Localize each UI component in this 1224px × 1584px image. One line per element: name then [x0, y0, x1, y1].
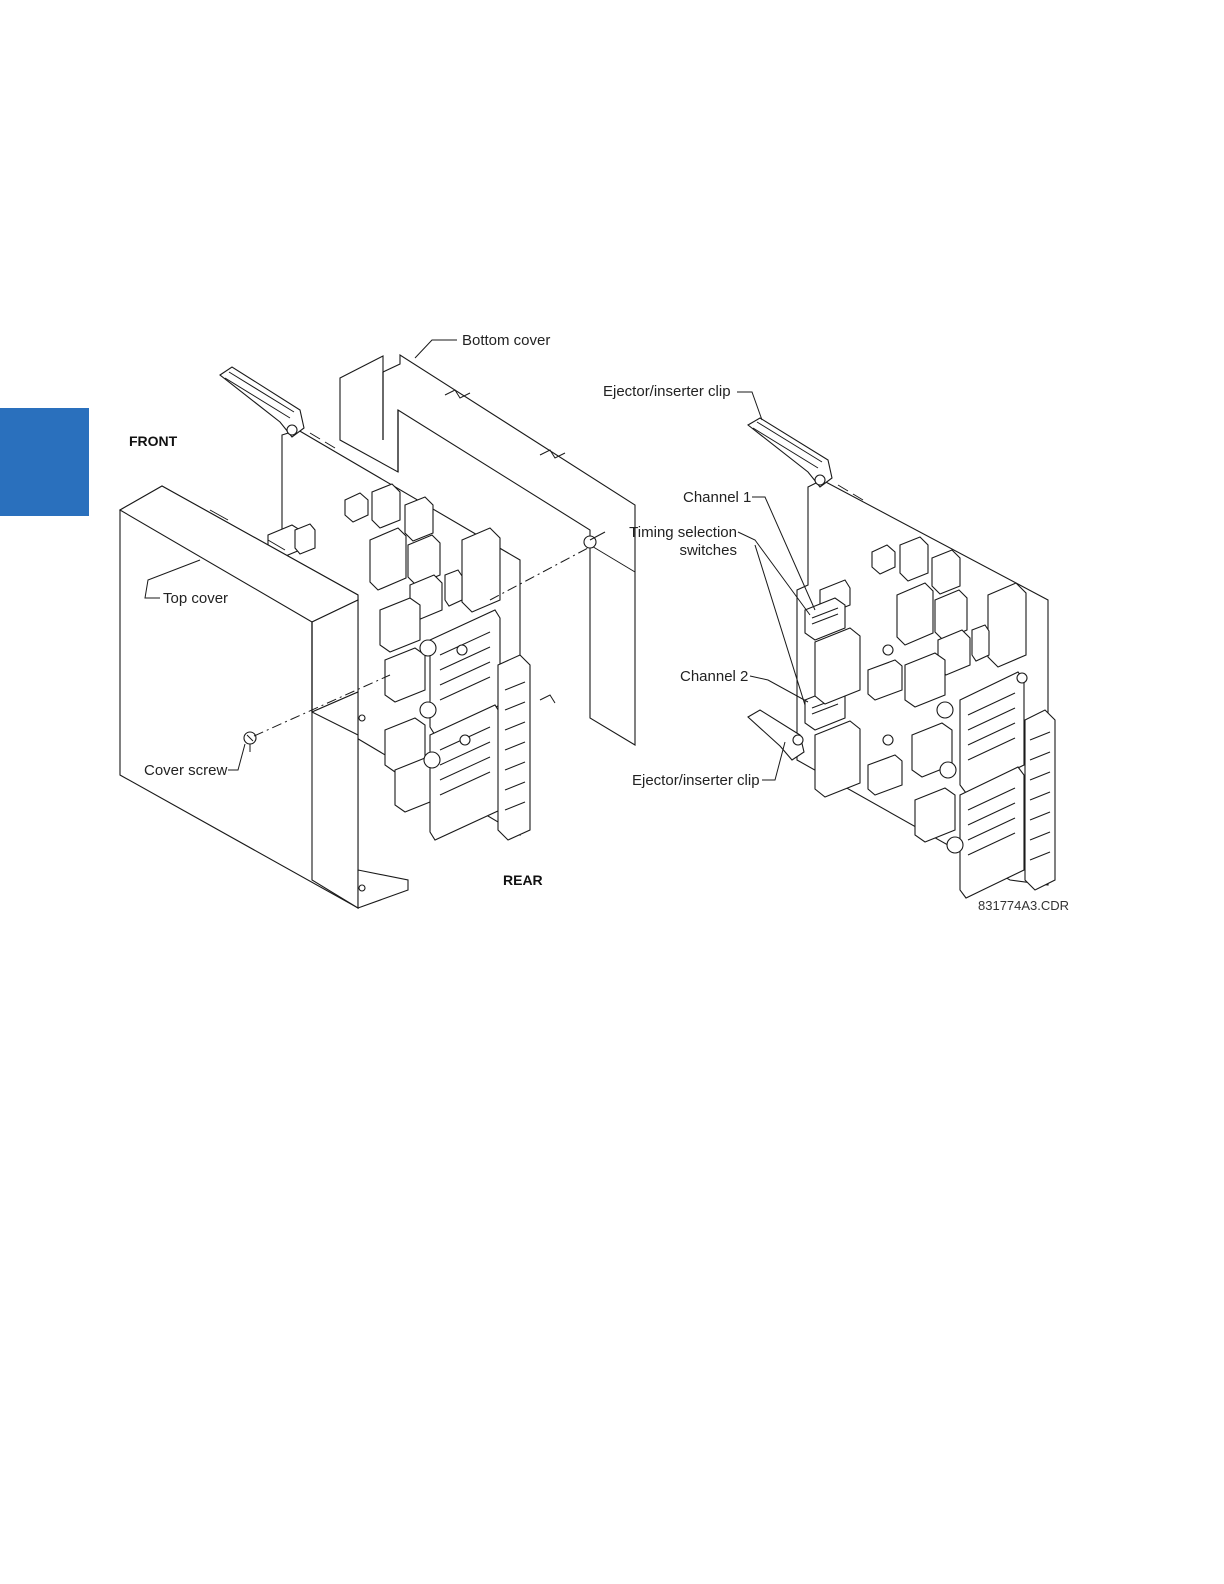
channel-1-label: Channel 1 — [683, 489, 751, 506]
left-assembly — [120, 340, 635, 908]
front-label: FRONT — [129, 433, 178, 449]
timing-switches-label: switches — [679, 542, 737, 559]
channel-2-label: Channel 2 — [680, 668, 748, 685]
ejector-clip-top-label: Ejector/inserter clip — [603, 383, 731, 400]
right-assembly — [737, 392, 1055, 898]
top-cover-label: Top cover — [163, 590, 228, 607]
timing-selection-label: Timing selection — [629, 524, 737, 541]
ejector-clip-bottom-label: Ejector/inserter clip — [632, 772, 760, 789]
cover-screw-label: Cover screw — [144, 762, 228, 779]
rear-label: REAR — [503, 872, 543, 888]
bottom-cover-label: Bottom cover — [462, 332, 550, 349]
drawing-code-label: 831774A3.CDR — [978, 898, 1069, 913]
